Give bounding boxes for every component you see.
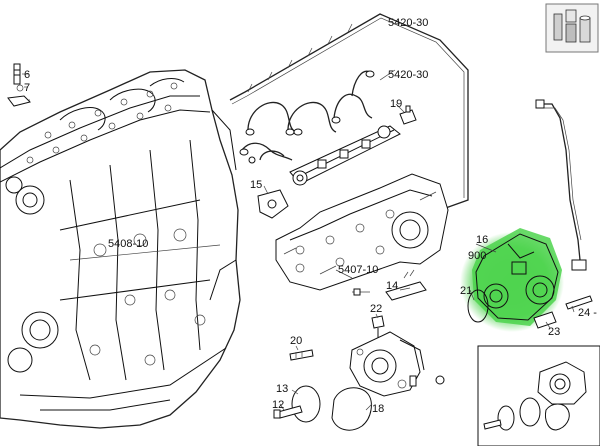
small-bolt	[409, 375, 445, 387]
label-5407-10: 5407-10	[338, 264, 378, 276]
label-13: 13	[276, 383, 288, 395]
pressure-sensor-part-19	[399, 105, 417, 125]
intake-manifold	[275, 173, 449, 291]
label-5420-30-top: 5420-30	[388, 17, 428, 29]
o-ring-part-21	[467, 289, 489, 323]
o-ring-part-13	[291, 385, 321, 423]
label-22: 22	[370, 303, 382, 315]
water-pump-housing	[349, 331, 425, 397]
bolt-part-6	[13, 63, 21, 85]
label-14: 14	[386, 280, 398, 292]
high-pressure-pump-highlighted	[460, 228, 564, 332]
bolt-part-12	[273, 405, 303, 419]
rail-feed-pipes	[239, 142, 293, 164]
label-18: 18	[372, 403, 384, 415]
label-5420-30-mid: 5420-30	[388, 69, 428, 81]
stud-part-20	[289, 349, 314, 361]
label-16: 16	[476, 234, 488, 246]
injector-pipes	[245, 70, 375, 136]
gasket-part-14	[385, 269, 427, 301]
bracket-part-7	[7, 84, 31, 107]
label-20: 20	[290, 335, 302, 347]
parts-kit-icon[interactable]	[545, 3, 599, 53]
gasket-part-18	[331, 387, 372, 431]
high-pressure-pipe	[535, 99, 587, 271]
label-900: 900	[468, 250, 486, 262]
label-6: 6	[24, 69, 30, 81]
engine-block	[0, 69, 241, 429]
fuel-return-pipe	[229, 13, 469, 211]
label-15: 15	[250, 179, 262, 191]
label-24: 24 -	[578, 307, 597, 319]
detail-inset	[477, 345, 600, 446]
label-21: 21	[460, 285, 472, 297]
label-5408-10: 5408-10	[108, 238, 148, 250]
callout-labels: 5420-30 5420-30 6 7 19 15 5408-10 5407-1…	[24, 17, 597, 415]
common-rail	[289, 125, 401, 186]
leader-lines	[263, 69, 575, 411]
label-23: 23	[548, 326, 560, 338]
label-12: 12	[272, 399, 284, 411]
sleeve-part-23	[533, 311, 557, 329]
label-7: 7	[24, 82, 30, 94]
label-19: 19	[390, 98, 402, 110]
stud-part-24	[565, 295, 593, 310]
bolt-part-22	[371, 315, 385, 338]
bracket-part-15	[257, 189, 289, 219]
